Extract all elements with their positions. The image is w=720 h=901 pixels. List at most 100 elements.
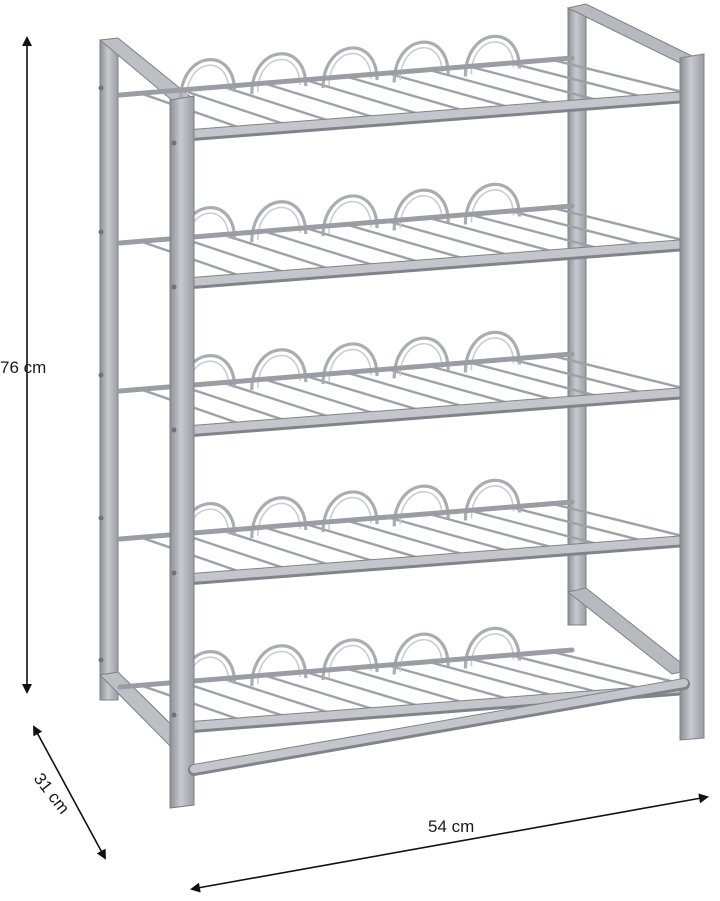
bottle-loop (321, 342, 379, 385)
shelf-wire (181, 236, 290, 275)
bottle-loop-inner (328, 348, 372, 383)
shelf-back-bar (117, 55, 575, 98)
shelf-wire (386, 71, 515, 110)
bottle-loop-inner (470, 633, 515, 667)
bottle-loop-inner (470, 485, 515, 519)
shelf-front-bar (188, 92, 690, 138)
bottle-loop-inner (399, 638, 443, 673)
bottle-loop (463, 34, 521, 77)
width-dimension-arrow (190, 793, 709, 893)
bottle-loop (250, 348, 308, 391)
shelf-wire (222, 233, 335, 272)
bottle-loop (250, 644, 308, 687)
bottle-loop (463, 626, 521, 669)
shelf-wire (468, 361, 605, 399)
bottle-loop-inner (257, 58, 301, 93)
bottle-loop-inner (328, 644, 372, 679)
front-frame (98, 53, 705, 809)
shelf-wire (510, 505, 649, 544)
shelf-front-bar (188, 536, 690, 582)
bottle-loop (463, 478, 521, 521)
bottle-loop (250, 200, 308, 243)
bottle-loop-inner (328, 496, 372, 531)
height-label: 76 cm (0, 358, 47, 377)
shelf-wire (427, 512, 560, 551)
shelf-wire (386, 219, 515, 258)
shelf-wire (181, 532, 290, 571)
shelf-wire (468, 657, 605, 695)
shelf-wire (263, 230, 380, 269)
shelf-wire (304, 374, 425, 413)
shelves (117, 34, 694, 733)
screw-dot (171, 140, 177, 146)
shelf-wire (427, 660, 560, 699)
front-right-post (679, 53, 705, 741)
shelf-wire (510, 653, 649, 692)
shelf-wire (222, 677, 335, 716)
bottle-loop-inner (257, 650, 301, 685)
shelf-wire (345, 223, 470, 262)
bottle-loop (321, 194, 379, 237)
bottle-loop (392, 336, 450, 379)
screw-dot (171, 570, 177, 576)
shelf-wire (510, 61, 649, 100)
bottle-loop-inner (399, 194, 443, 229)
bottle-loop (392, 188, 450, 231)
shelf-wire (427, 68, 560, 107)
bottle-loop-inner (399, 490, 443, 525)
shelf-wire (263, 674, 380, 713)
shelf-wire (386, 515, 515, 554)
shelf-wire (551, 502, 694, 540)
bottom-front-bar (190, 679, 688, 773)
back-frame (98, 3, 702, 751)
screw-dot (171, 712, 177, 718)
screw-dot (98, 229, 104, 235)
shelf-wire (345, 371, 470, 410)
bottle-loop-inner (328, 200, 372, 235)
shelf-level-5 (117, 626, 694, 733)
shelf-wire (222, 85, 335, 124)
shelf-wire (263, 526, 380, 565)
shelf-wire (551, 206, 694, 244)
screw-dot (171, 427, 177, 433)
shelf-wire (304, 78, 425, 117)
bottle-loop-inner (470, 189, 515, 223)
bottle-loop-inner (470, 337, 515, 371)
bottle-loop-inner (185, 64, 230, 98)
right-top-side-rail (566, 3, 702, 65)
shelf-back-bar (117, 351, 575, 394)
bottle-loop (392, 484, 450, 527)
shelf-wire (551, 354, 694, 392)
screw-dot (98, 372, 104, 378)
bottle-loop-inner (399, 342, 443, 377)
back-left-post (99, 39, 119, 701)
shelf-wire (468, 65, 605, 103)
shelf-level-4 (117, 478, 694, 585)
shelf-wire (304, 670, 425, 709)
bottle-loop (250, 496, 308, 539)
shelf-wire (222, 529, 335, 568)
bottle-loop (250, 52, 308, 95)
bottle-loop-inner (257, 206, 301, 241)
shelf-wire (263, 378, 380, 417)
screw-dot (98, 85, 104, 91)
shelf-wire (345, 519, 470, 558)
bottle-loop-inner (257, 354, 301, 389)
back-right-post (567, 5, 587, 626)
shelf-wire (345, 75, 470, 114)
shelf-wire (181, 384, 290, 423)
bottle-loop-inner (399, 46, 443, 81)
screw-dot (171, 284, 177, 290)
shelf-wire (345, 667, 470, 706)
shelf-wire (468, 213, 605, 251)
screw-dot (98, 657, 104, 663)
shelf-wire (181, 680, 290, 719)
shelf-back-bar (117, 203, 575, 246)
bottle-loop (392, 632, 450, 675)
bottle-loop (392, 40, 450, 83)
shelf-level-3 (117, 330, 694, 437)
shelf-wire (222, 381, 335, 420)
shelf-wire (510, 357, 649, 396)
shelf-front-bar (188, 388, 690, 434)
